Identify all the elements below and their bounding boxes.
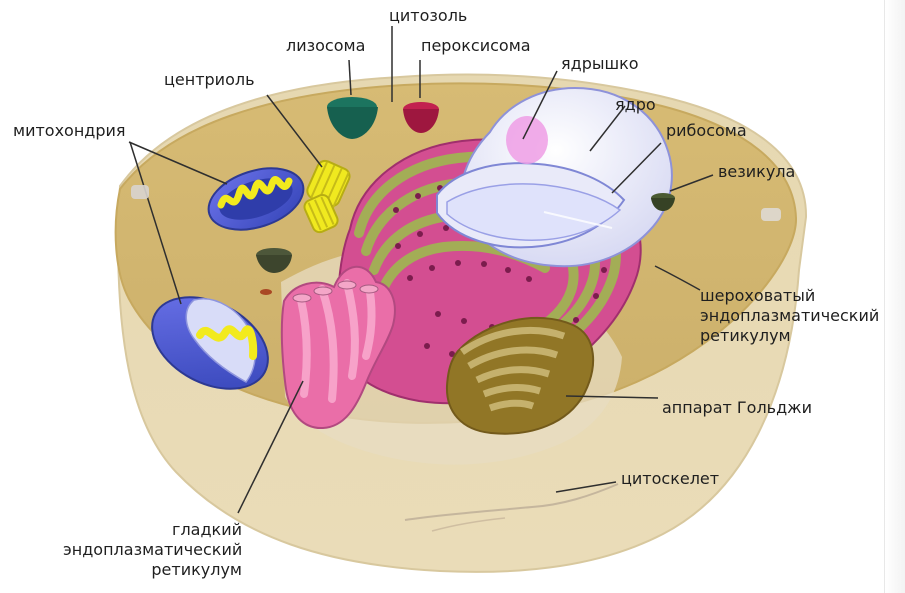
- right-edge-strip: [884, 0, 905, 593]
- lysosome-label: лизосома: [286, 36, 365, 56]
- rough-er-label-line-1: шероховатый: [700, 286, 879, 306]
- ribosome-label: рибосома: [666, 121, 747, 141]
- rough-er-label-line-2: эндоплазматический: [700, 306, 879, 326]
- rough-er-label: шероховатый эндоплазматический ретикулум: [700, 286, 879, 346]
- rough-er-label-line-3: ретикулум: [700, 326, 879, 346]
- smooth-er-label-line-2: эндоплазматический: [63, 540, 242, 560]
- smooth-er-label-line-1: гладкий: [63, 520, 242, 540]
- vesicle-label: везикула: [718, 162, 795, 182]
- mitochondria-label: митохондрия: [13, 121, 126, 141]
- nucleus-label: ядро: [615, 95, 656, 115]
- smooth-er-label: гладкий эндоплазматический ретикулум: [63, 520, 242, 580]
- golgi-label: аппарат Гольджи: [662, 398, 812, 418]
- cytosol-label: цитозоль: [389, 6, 467, 26]
- smooth-er-label-line-3: ретикулум: [63, 560, 242, 580]
- nucleolus-label: ядрышко: [561, 54, 639, 74]
- centriole-label: центриоль: [164, 70, 255, 90]
- cytoskeleton-label: цитоскелет: [621, 469, 719, 489]
- peroxisome-label: пероксисома: [421, 36, 531, 56]
